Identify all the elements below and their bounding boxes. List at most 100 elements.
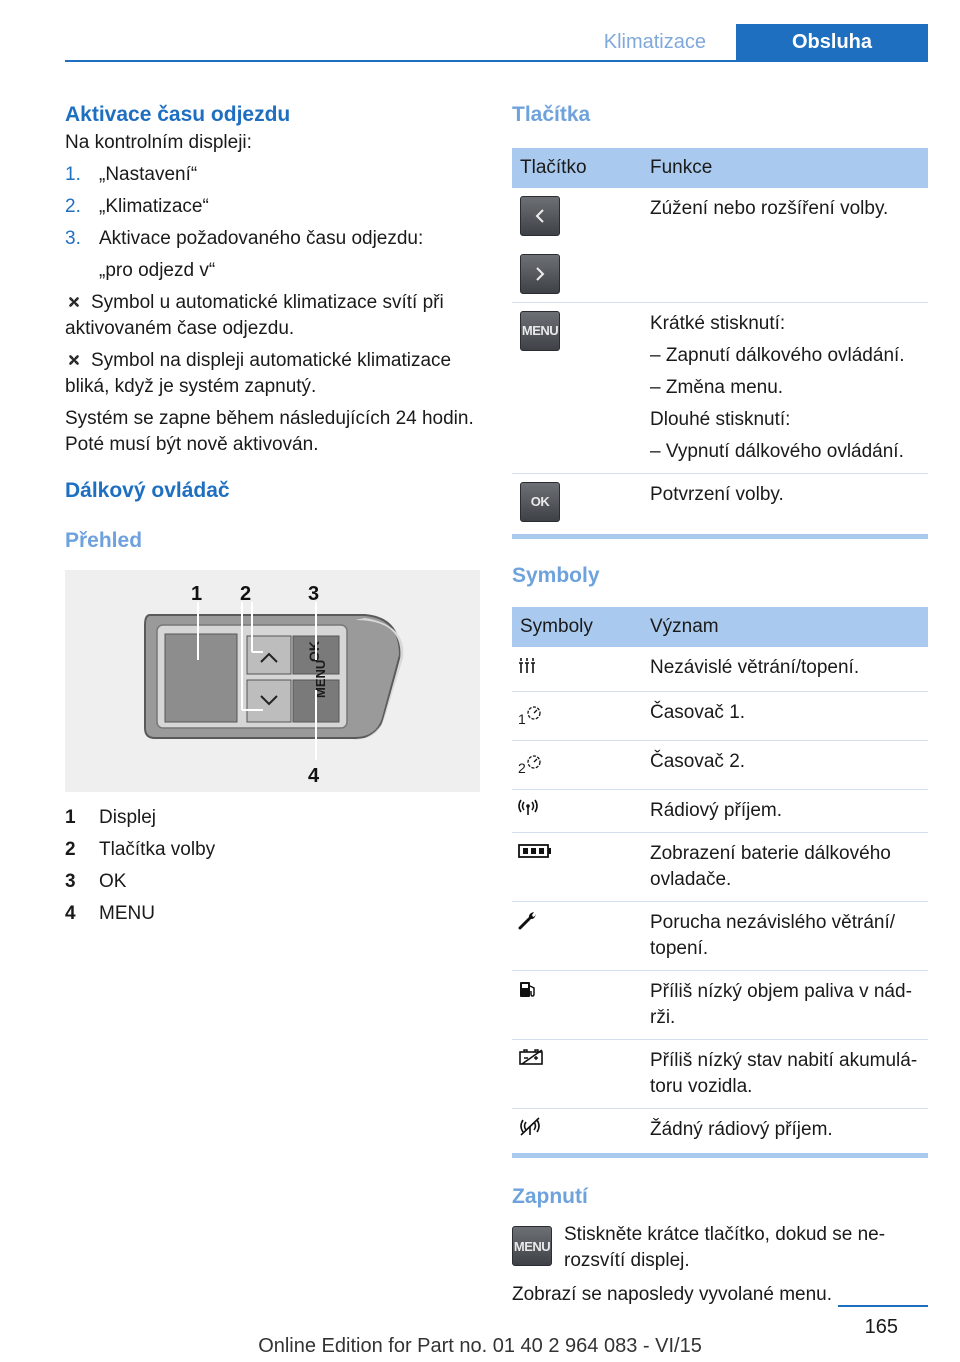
step-item: 2.„Klimatizace“	[65, 194, 475, 220]
header-rule	[65, 60, 928, 62]
left-arrow-key-icon	[520, 196, 560, 236]
wrench-icon	[518, 912, 536, 930]
meaning-cell: Porucha nezávislého větrání/ topení.	[642, 901, 928, 971]
button-cell: MENU	[512, 302, 642, 474]
table-row: MENU Krátké stisknutí: – Zapnutí dálkové…	[512, 302, 928, 474]
column-header: Funkce	[642, 148, 928, 188]
no-radio-icon	[520, 1117, 540, 1136]
meaning-cell: Nezávislé větrání/topení.	[642, 647, 928, 692]
figure-menu-text: MENU	[313, 660, 328, 698]
symbol-cell	[512, 970, 642, 1040]
legend-row: 4 MENU	[65, 898, 475, 930]
page-header: Klimatizace Obsluha	[65, 24, 928, 62]
menu-key-icon: MENU	[520, 311, 560, 351]
legend-key: 2	[65, 839, 76, 860]
menu-key-icon: MENU	[512, 1226, 552, 1266]
table-header-row: Tlačítko Funkce	[512, 148, 928, 188]
step-number: 2.	[65, 196, 81, 217]
switch-on-block: MENU Stiskněte krátce tlačítko, dokud se…	[512, 1222, 928, 1274]
fan-icon	[69, 355, 79, 365]
symbol-cell	[512, 1039, 642, 1109]
legend-key: 4	[65, 903, 76, 924]
button-cell: OK	[512, 473, 642, 539]
legend-row: 2 Tlačítka volby	[65, 834, 475, 866]
symbol-note-2: Symbol na displeji automatické klimatiza…	[65, 348, 475, 400]
timer-index: 2	[518, 760, 526, 776]
step-number: 1.	[65, 164, 81, 185]
step-text: „Nastavení“	[99, 164, 198, 185]
function-line: – Zapnutí dálkového ovládání.	[650, 345, 905, 366]
right-arrow-key-icon	[520, 254, 560, 294]
table-row: Zúžení nebo rozšíření volby.	[512, 188, 928, 303]
step-item: 3.Aktivace požadovaného času odjezdu:„pr…	[65, 226, 475, 284]
function-line: Dlouhé stisknutí:	[650, 409, 791, 430]
timer-2-icon	[527, 755, 541, 769]
section-title: Klimatizace	[603, 31, 706, 53]
meaning-cell: Časovač 1.	[642, 691, 928, 741]
menu-key-label: MENU	[521, 323, 559, 338]
function-line: – Vypnutí dálkového ovládání.	[650, 441, 904, 462]
table-row: Rádiový příjem.	[512, 789, 928, 833]
overview-heading: Přehled	[65, 529, 143, 552]
table-header-row: Symboly Význam	[512, 607, 928, 647]
step-item: 1. „Nastavení“	[65, 162, 475, 188]
symbol-cell	[512, 832, 642, 902]
fan-icon	[69, 297, 79, 307]
figure-callout-2: 2	[240, 583, 251, 605]
figure-callout-4: 4	[308, 765, 320, 787]
legend-value: Tlačítka volby	[99, 839, 216, 860]
figure-callout-1: 1	[191, 583, 202, 605]
function-line: Krátké stisknutí:	[650, 313, 786, 334]
table-row: Příliš nízký objem paliva v nád­rži.	[512, 970, 928, 1040]
symbol-cell	[512, 789, 642, 833]
system-paragraph: Systém se zapne během následujících 24 h…	[65, 408, 474, 455]
menu-key-label: MENU	[513, 1238, 551, 1254]
buttons-heading: Tlačítka	[512, 103, 591, 126]
right-column: Tlačítka Tlačítko Funkce Zúžení nebo roz…	[512, 100, 928, 1308]
column-header: Tlačítko	[512, 148, 642, 188]
legend-row: 1 Displej	[65, 802, 475, 834]
chapter-tab: Obsluha	[736, 24, 928, 62]
meaning-cell: Příliš nízký stav nabití akumulá­toru vo…	[642, 1039, 928, 1109]
timer-1-icon	[527, 706, 541, 720]
table-row: Porucha nezávislého větrání/ topení.	[512, 901, 928, 971]
column-header: Význam	[642, 607, 928, 647]
symbols-table: Symboly Význam Nezávislé větrání/topení.…	[512, 607, 928, 1158]
timer-index: 1	[518, 711, 526, 727]
steps-list: 1. „Nastavení“ 2.„Klimatizace“ 3.Aktivace…	[65, 162, 475, 284]
legend-value: Displej	[99, 807, 157, 828]
function-cell: Zúžení nebo rozšíření volby.	[642, 188, 928, 303]
symbol-note-text: Symbol na displeji automatické klimatiza…	[65, 350, 452, 397]
meaning-cell: Rádiový příjem.	[642, 789, 928, 833]
table-row: Příliš nízký stav nabití akumulá­toru vo…	[512, 1039, 928, 1109]
column-header: Symboly	[512, 607, 642, 647]
symbol-note-1: Symbol u automatické klimatizace svítí p…	[65, 290, 475, 342]
page-number: 165	[864, 1316, 898, 1338]
left-column: Aktivace času odjezdu Na kontrolním disp…	[65, 100, 480, 930]
legend-value: MENU	[99, 903, 155, 924]
meaning-cell: Časovač 2.	[642, 740, 928, 790]
fuel-pump-icon	[520, 982, 535, 997]
symbol-cell	[512, 901, 642, 971]
remote-control-heading: Dálkový ovládač	[65, 479, 230, 502]
meaning-cell: Zobrazení baterie dálkového ovladače.	[642, 832, 928, 902]
symbol-cell	[512, 1108, 642, 1158]
legend-key: 1	[65, 807, 76, 828]
meaning-cell: Příliš nízký objem paliva v nád­rži.	[642, 970, 928, 1040]
ok-key-label: OK	[530, 494, 550, 509]
battery-icon	[518, 844, 551, 858]
function-cell: Krátké stisknutí: – Zapnutí dálkového ov…	[642, 302, 928, 474]
symbol-cell: 2	[512, 740, 642, 790]
switch-on-text: Stiskněte krátce tlačítko, dokud se ne­r…	[564, 1224, 886, 1271]
heating-ventilation-icon	[519, 658, 535, 673]
symbol-note-text: Symbol u automatické klimatizace svítí p…	[65, 292, 444, 339]
step-subtext: „pro odjezd v“	[99, 260, 216, 281]
step-number: 3.	[65, 228, 81, 249]
buttons-table: Tlačítko Funkce Zúžení nebo rozšíření vo…	[512, 148, 928, 539]
edition-footer: Online Edition for Part no. 01 40 2 964 …	[258, 1335, 702, 1357]
symbol-cell	[512, 647, 642, 692]
departure-time-heading: Aktivace času odjezdu	[65, 103, 291, 126]
button-cell	[512, 188, 642, 303]
